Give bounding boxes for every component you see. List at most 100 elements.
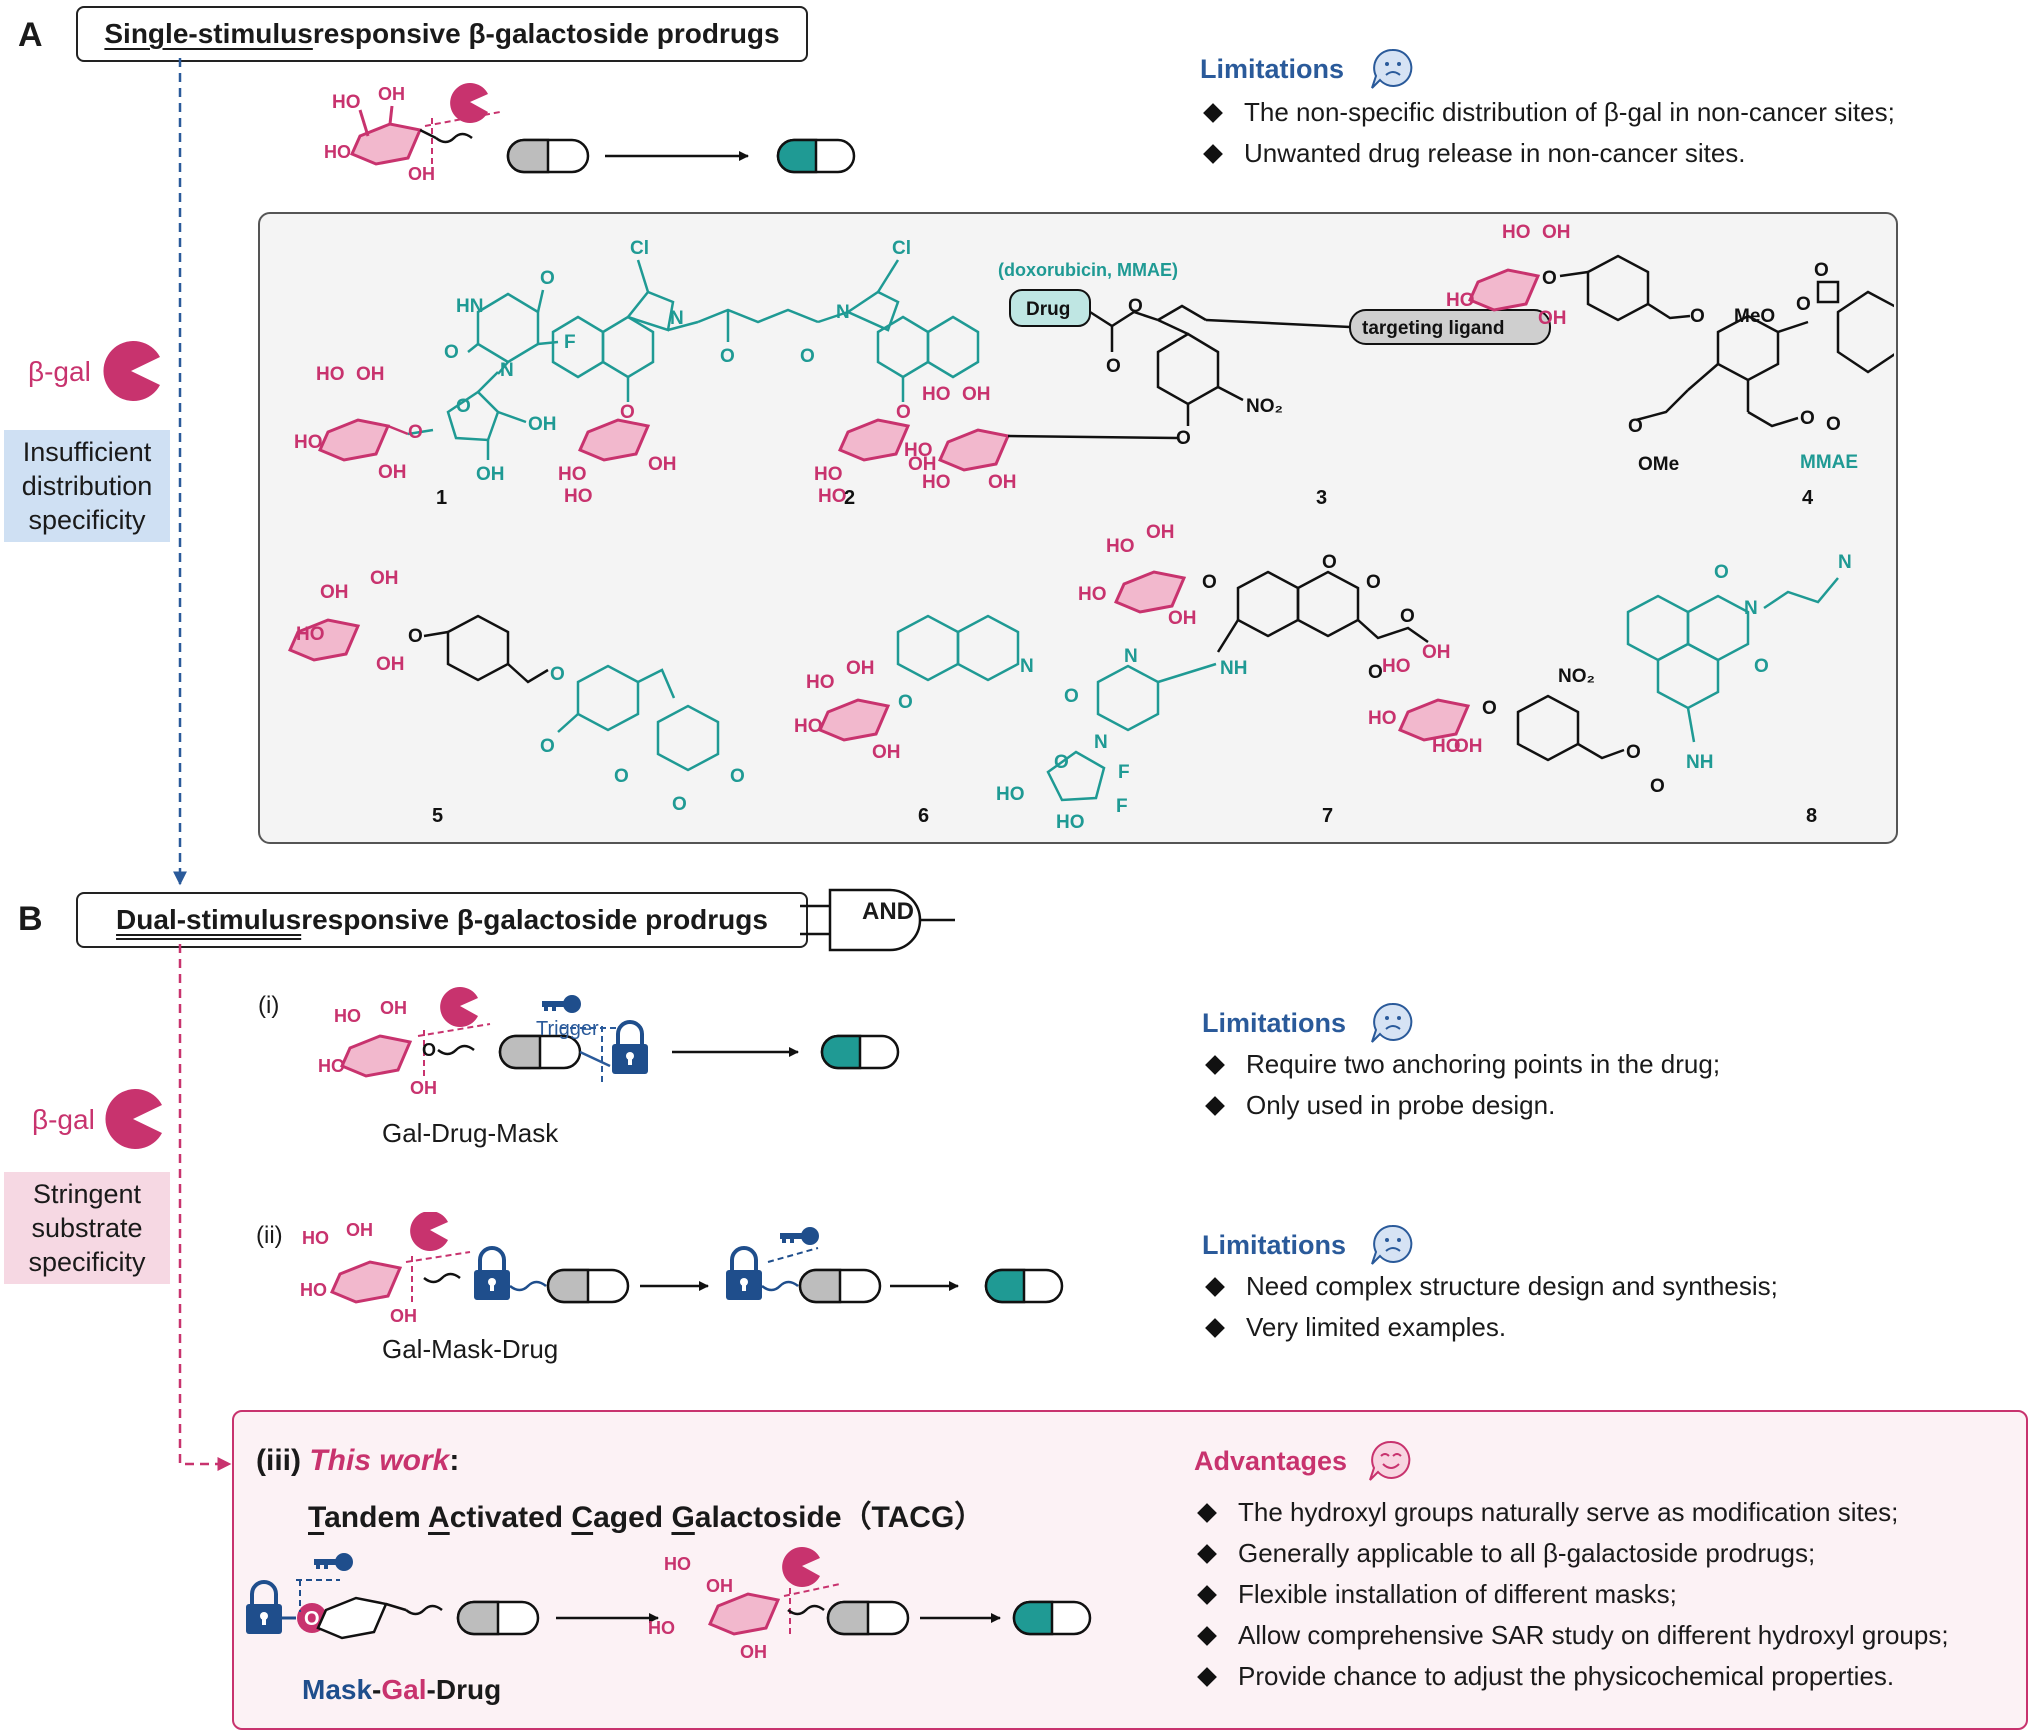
oh-label: OH — [356, 364, 385, 385]
compound-3-number: 3 — [1316, 487, 1327, 509]
advantage-text: Allow comprehensive SAR study on differe… — [1238, 1620, 1949, 1650]
oh-label: OH — [346, 1220, 373, 1240]
panel-a-limitations-title: Limitations — [1200, 54, 1345, 84]
insufficient-specificity-label: Insufficient distribution specificity — [4, 430, 170, 542]
ho-label: HO — [334, 1006, 361, 1026]
compound-4-number: 4 — [1802, 487, 1814, 509]
o-label: O — [444, 342, 459, 363]
oh-label: OH — [740, 1642, 767, 1662]
sad-face-icon — [1371, 1224, 1413, 1265]
pacman-enzyme-icon — [105, 1089, 162, 1149]
advantage-item: Allow comprehensive SAR study on differe… — [1194, 1615, 1949, 1656]
ho-label: HO — [316, 364, 345, 385]
o-label: O — [1628, 416, 1643, 437]
oh-label: OH — [872, 742, 901, 763]
tacg-abbr: （TACG） — [841, 1501, 985, 1534]
o-label: O — [1322, 552, 1337, 573]
padlock-icon — [474, 1246, 510, 1300]
compound-5-structure: OH OH HO OH O O O O O O — [288, 568, 745, 815]
advantages-title: Advantages — [1194, 1446, 1348, 1476]
o-label: O — [614, 766, 629, 787]
advantage-item: Generally applicable to all β-galactosid… — [1194, 1533, 1949, 1574]
oh-label: OH — [1538, 308, 1567, 329]
diamond-bullet-icon — [1197, 1543, 1217, 1564]
connector-a-to-b — [173, 58, 187, 886]
side-label-line: distribution — [21, 471, 153, 501]
diamond-bullet-icon — [1197, 1502, 1217, 1523]
panel-a-enzyme-label: β-gal — [28, 356, 91, 387]
o-label: O — [1054, 752, 1069, 773]
oh-label: OH — [1146, 522, 1175, 543]
panel-a-title-rest: responsive β-galactoside prodrugs — [312, 18, 780, 49]
advantage-item: Provide chance to adjust the physicochem… — [1194, 1656, 1949, 1697]
ho-label: HO — [332, 92, 361, 113]
o-label: O — [1796, 294, 1811, 315]
oh-label: OH — [408, 164, 435, 184]
panel-b-title: Dual-stimulus responsive β-galactoside p… — [76, 892, 808, 948]
advantage-item: The hydroxyl groups naturally serve as m… — [1194, 1492, 1949, 1533]
route-i-limitations-title: Limitations — [1202, 1008, 1347, 1038]
diamond-bullet-icon — [1197, 1666, 1217, 1687]
diamond-bullet-icon — [1203, 143, 1223, 164]
route-i-limitations-list: Require two anchoring points in the drug… — [1202, 1044, 1720, 1126]
o-label: O — [1754, 656, 1769, 677]
o-label: O — [1650, 776, 1665, 797]
key-icon — [314, 1553, 353, 1571]
limitation-item: Require two anchoring points in the drug… — [1202, 1044, 1720, 1085]
oh-label: OH — [706, 1576, 733, 1596]
o-label: O — [1202, 572, 1217, 593]
n-label: N — [1124, 646, 1138, 667]
side-label-line: substrate — [31, 1213, 143, 1243]
limitation-text: The non-specific distribution of β-gal i… — [1244, 97, 1895, 127]
advantage-text: Provide chance to adjust the physicochem… — [1238, 1661, 1895, 1691]
compound-6-structure: HO OH HO OH O N — [794, 614, 1034, 763]
panel-b-title-rest: responsive β-galactoside prodrugs — [301, 904, 768, 935]
o-label: O — [408, 422, 423, 443]
mmae-label: MMAE — [1800, 452, 1858, 473]
f-label: F — [1118, 762, 1130, 783]
panel-b-title-underlined: Dual-stimulus — [116, 904, 302, 935]
n-label: N — [1744, 598, 1758, 619]
compound-structures: O HN F O N O OH OH HO OH HO OH O 1 Cl Cl… — [288, 222, 1894, 833]
ho-label: HO — [818, 486, 847, 507]
compound-2-number: 2 — [844, 487, 855, 509]
tacg-initial: G — [671, 1501, 695, 1534]
tacg-word: ctivated — [449, 1501, 572, 1534]
oh-label: OH — [378, 84, 405, 104]
oh-label: OH — [1542, 222, 1571, 243]
o-label: O — [456, 396, 471, 417]
sad-face-icon — [1371, 48, 1413, 89]
o-label: O — [1400, 606, 1415, 627]
smile-face-icon — [1369, 1440, 1411, 1481]
diamond-bullet-icon — [1205, 1095, 1225, 1116]
oh-label: OH — [908, 454, 937, 475]
padlock-icon — [246, 1580, 282, 1634]
side-label-line: Insufficient — [22, 437, 152, 467]
limitation-text: Unwanted drug release in non-cancer site… — [1244, 138, 1746, 168]
ho-label: HO — [1078, 584, 1107, 605]
compound-1-structure: O HN F O N O OH OH HO OH HO OH O — [294, 268, 576, 485]
padlock-icon — [726, 1246, 762, 1300]
o-label: O — [1128, 296, 1143, 317]
limitation-item: The non-specific distribution of β-gal i… — [1200, 92, 1895, 133]
tacg-word: andem — [324, 1501, 429, 1534]
diamond-bullet-icon — [1197, 1625, 1217, 1646]
this-work-box — [232, 1410, 2028, 1730]
this-work-heading: (iii) This work: — [256, 1444, 459, 1478]
diamond-bullet-icon — [1205, 1317, 1225, 1338]
o-label: O — [540, 268, 555, 289]
mask-gal-drug-caption: Mask-Gal-Drug — [302, 1674, 501, 1706]
ho-label: HO — [558, 464, 587, 485]
sad-face-icon — [1371, 1002, 1413, 1043]
ho-label: HO — [296, 624, 325, 645]
limitation-text: Only used in probe design. — [1246, 1090, 1556, 1120]
oh-label: OH — [528, 414, 557, 435]
o-label: O — [896, 402, 911, 423]
connector-b-to-this-work — [178, 944, 232, 1471]
compound-8-number: 8 — [1806, 805, 1817, 827]
o-label: O — [620, 402, 635, 423]
ho-label: HO — [1446, 290, 1475, 311]
o-label: O — [550, 664, 565, 685]
compound-4-structure: HO OH HO OH O O MeO O O O OMe O O MMAE — [1446, 222, 1894, 475]
diamond-bullet-icon — [1203, 102, 1223, 123]
